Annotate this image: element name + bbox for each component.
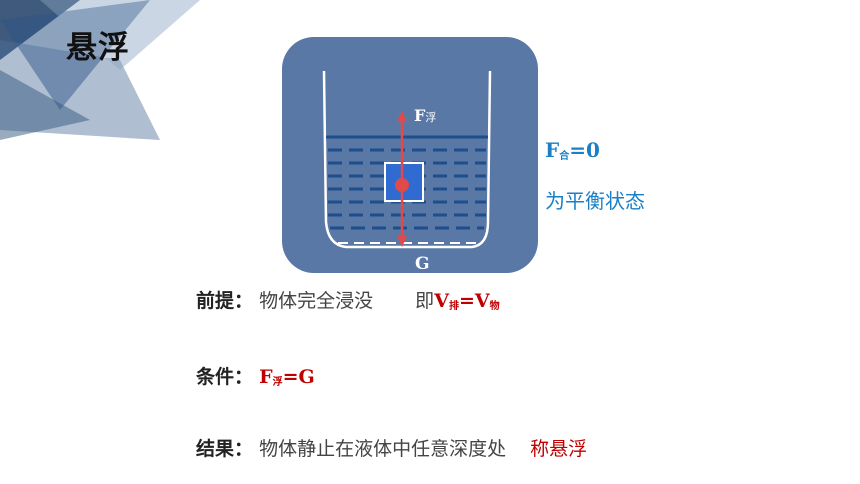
result-highlight: 称悬浮 (530, 438, 588, 460)
condition-label: 条件： (196, 366, 254, 388)
net-force-main: F (545, 138, 560, 162)
balance-state-text: 为平衡状态 (545, 189, 645, 213)
center-point (395, 178, 409, 192)
force-up-label: F (414, 106, 426, 125)
result-value: 物体静止在液体中任意深度处 (259, 438, 507, 460)
svg-text:F浮: F浮 (414, 106, 436, 125)
net-force-sub: 合 (559, 151, 570, 162)
diagram-canvas: F浮 G (282, 37, 538, 274)
container-outline (322, 70, 492, 249)
net-force-value: =0 (569, 138, 600, 162)
premise-label: 前提： (196, 290, 254, 312)
net-force-label: F合=0 (545, 138, 600, 162)
v-displaced: V排=V物 (434, 290, 500, 312)
premise-value: 物体完全浸没 (259, 290, 374, 312)
buoyancy-arrowhead (397, 111, 407, 122)
diagram-background (282, 37, 538, 273)
liquid-lines (328, 148, 486, 230)
suspension-diagram: F浮 G (282, 37, 538, 274)
condition-row: 条件： F浮=G (196, 362, 315, 389)
condition-formula: F浮=G (259, 366, 315, 388)
result-row: 结果： 物体静止在液体中任意深度处 称悬浮 (196, 434, 587, 461)
premise-prefix: 即 (415, 290, 435, 312)
force-up-sub: 浮 (425, 111, 436, 124)
page-title: 悬浮 (66, 30, 130, 66)
force-down-label: G (415, 254, 430, 273)
result-label: 结果： (196, 438, 254, 460)
premise-row: 前提： 物体完全浸没 即V排=V物 (196, 286, 500, 313)
gravity-arrowhead (397, 236, 407, 247)
corner-decoration (0, 0, 200, 140)
